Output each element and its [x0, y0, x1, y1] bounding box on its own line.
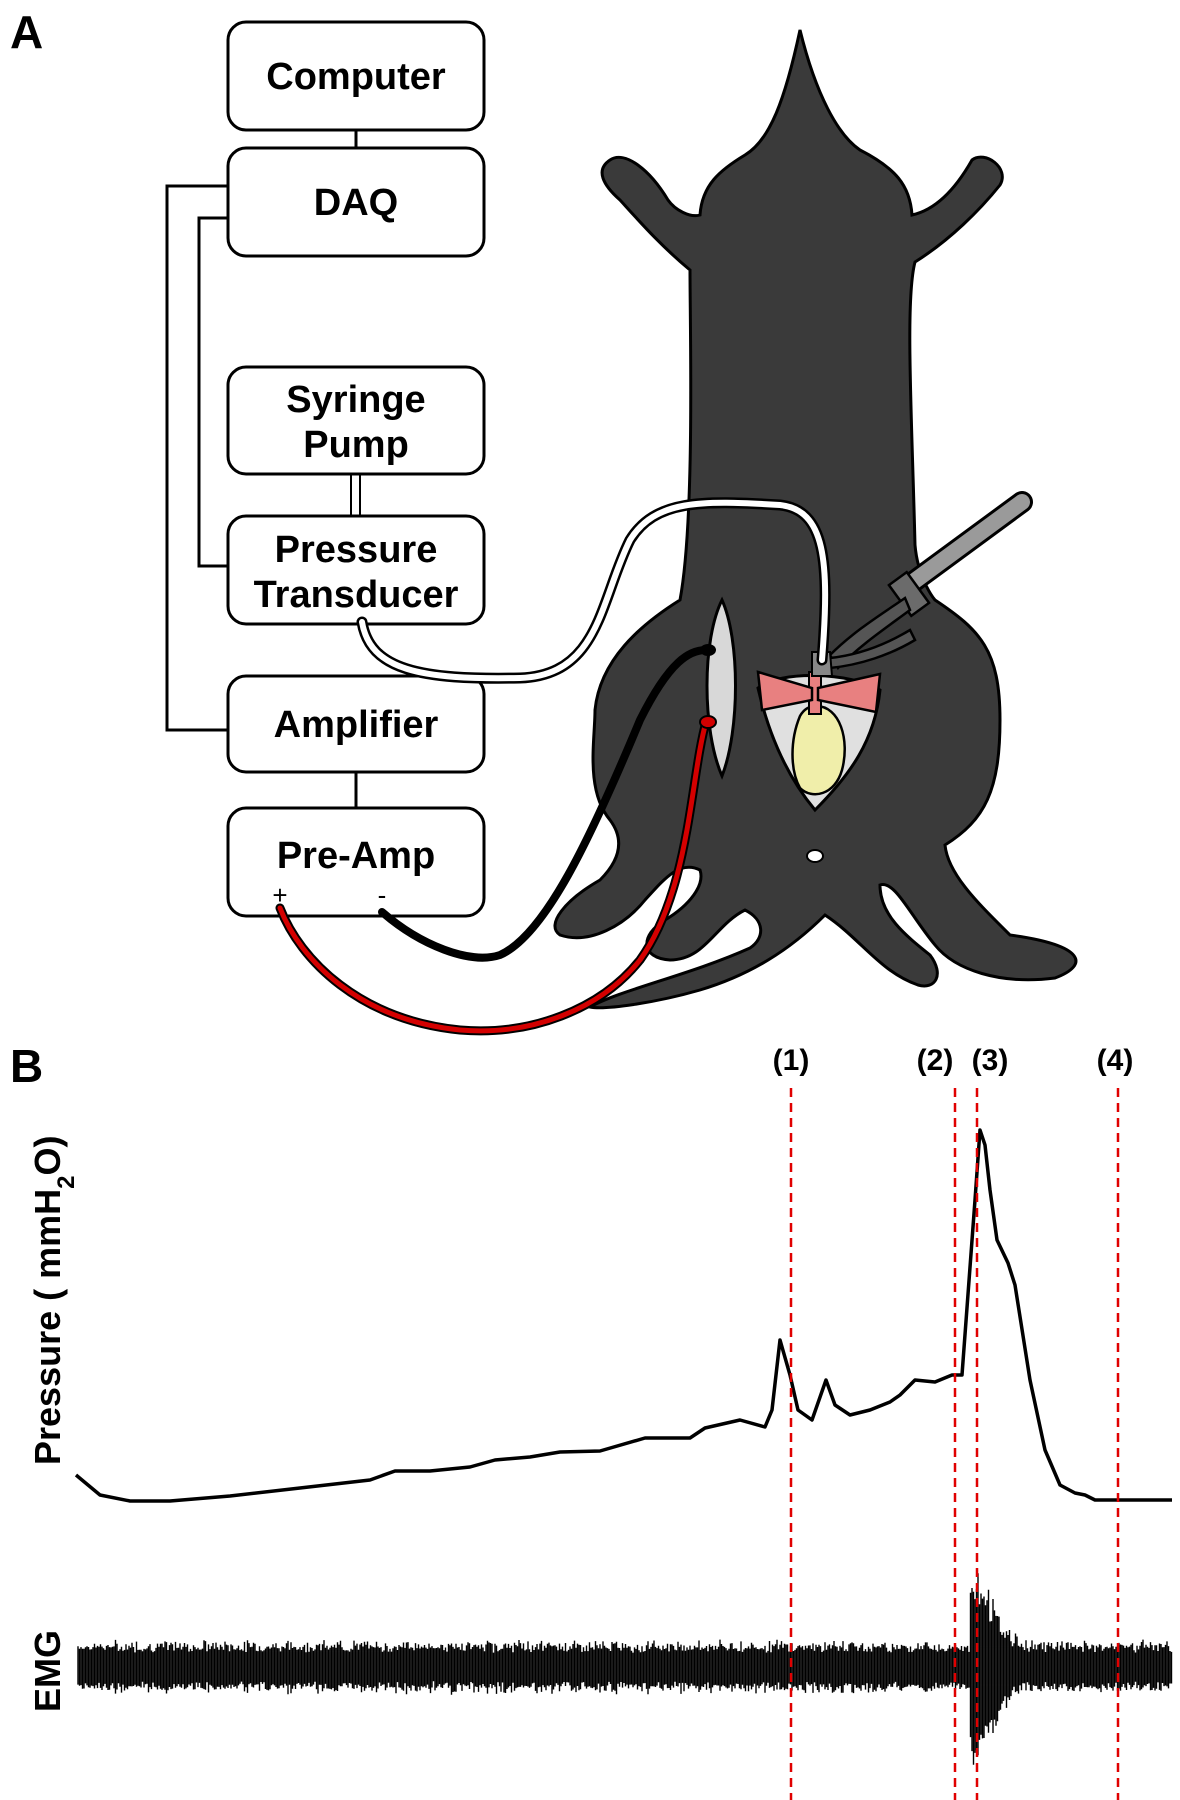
ligature-left [756, 670, 814, 712]
marker-1-label: (1) [773, 1044, 810, 1077]
pump-tube [350, 469, 361, 523]
positive-electrode-tip [699, 715, 717, 729]
pre-amp-box: Pre-Amp + - [226, 806, 486, 918]
syringe-pump-label-2: Pump [303, 424, 409, 466]
pre-amp-plus: + [272, 880, 287, 910]
anus [806, 849, 824, 863]
daq-label: DAQ [314, 182, 398, 224]
marker-lines [789, 1088, 1120, 1800]
computer-box: Computer [226, 20, 486, 132]
negative-electrode-tip [700, 644, 716, 656]
emg-trace [77, 1573, 1173, 1765]
wiring [165, 115, 358, 808]
computer-label: Computer [266, 56, 446, 98]
positive-lead [277, 719, 709, 1034]
ligature-right [816, 672, 882, 714]
daq-amplifier-wire [165, 184, 228, 732]
infusion-tubing-core [359, 499, 829, 682]
pressure-axis-label: Pressure ( mmH2O) [27, 1136, 80, 1465]
daq-transducer-wire [197, 216, 228, 568]
negative-lead [378, 646, 710, 962]
pressure-transducer-label-1: Pressure [275, 529, 438, 571]
panel-a-letter: A [10, 6, 43, 58]
syringe-pump-label-1: Syringe [286, 379, 425, 421]
panel-b-letter: B [10, 1040, 43, 1092]
mouse-silhouette [553, 29, 1078, 1010]
syringe-pump-box: Syringe Pump [226, 365, 486, 476]
bladder-site [756, 670, 882, 813]
pressure-trace [74, 1128, 1172, 1503]
marker-3-label: (3) [972, 1044, 1009, 1077]
amplifier-box: Amplifier [226, 674, 486, 774]
daq-box: DAQ [226, 146, 486, 258]
emg-axis-label: EMG [27, 1630, 68, 1712]
pressure-transducer-box: Pressure Transducer [226, 514, 486, 626]
pressure-transducer-label-2: Transducer [254, 574, 459, 616]
marker-4-label: (4) [1097, 1044, 1134, 1077]
bladder [791, 704, 846, 796]
marker-2-label: (2) [917, 1044, 954, 1077]
pre-amp-label: Pre-Amp [277, 835, 435, 877]
amplifier-label: Amplifier [274, 704, 439, 746]
pre-amp-minus: - [378, 880, 387, 910]
emg-signal [77, 1573, 1173, 1765]
